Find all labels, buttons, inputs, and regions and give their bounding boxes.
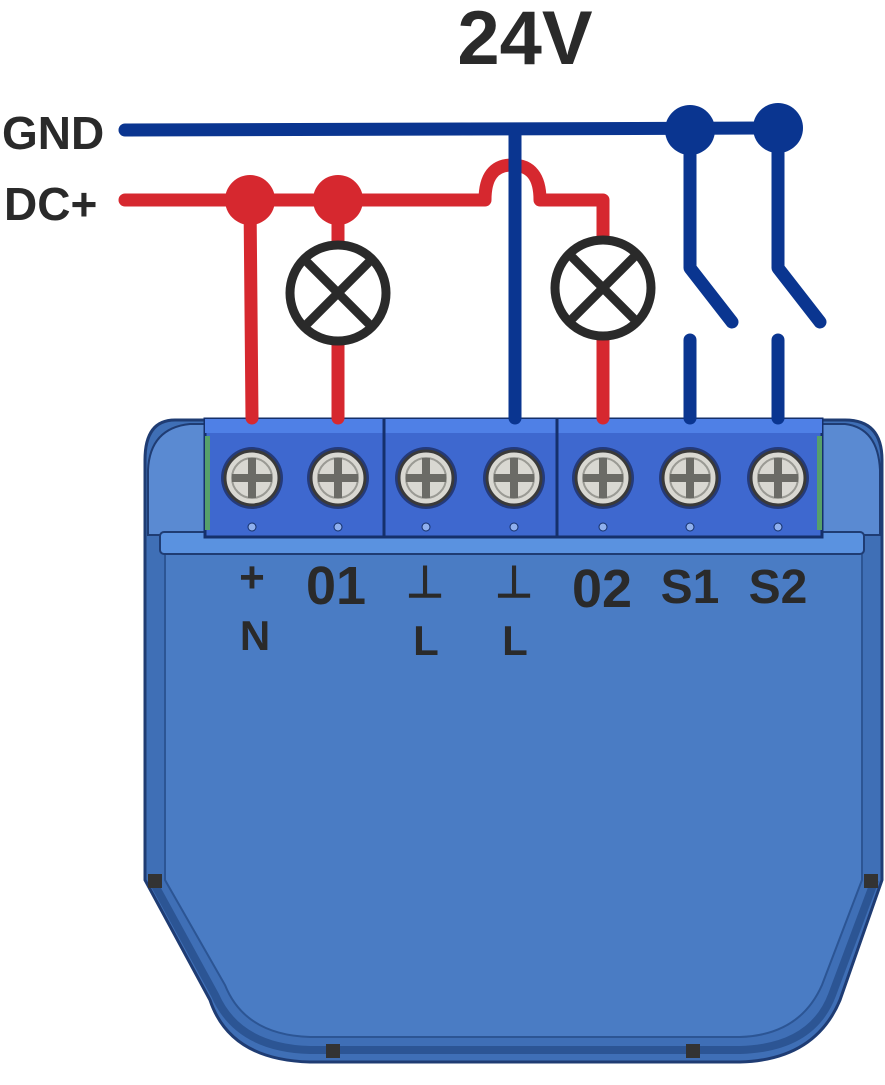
corner-notch xyxy=(148,874,162,888)
terminal-label-o2: 02 xyxy=(572,559,632,619)
terminal-sublabel-l1: L xyxy=(413,617,439,664)
corner-notch xyxy=(864,874,878,888)
screw-icon xyxy=(572,447,634,532)
terminal-label-o1: 01 xyxy=(306,556,366,616)
corner-notch xyxy=(686,1044,700,1058)
terminal-label-n: + xyxy=(239,553,265,602)
s1-wire-top xyxy=(683,123,739,329)
gnd-junction xyxy=(665,105,715,155)
screw-icon xyxy=(659,447,721,532)
terminal-label-l2: ⊥ xyxy=(495,558,533,607)
terminal-label-s1: S1 xyxy=(661,561,720,614)
lamp-icon xyxy=(285,240,391,346)
s2-wire-top xyxy=(771,121,827,329)
screw-icon xyxy=(747,447,809,532)
wiring xyxy=(118,121,827,425)
gnd-label: GND xyxy=(2,107,104,159)
terminal-label-s2: S2 xyxy=(749,561,808,614)
block-edge xyxy=(817,436,822,530)
voltage-title: 24V xyxy=(457,0,593,81)
device-front xyxy=(164,544,863,1038)
dc-junction xyxy=(313,175,363,225)
screw-icon xyxy=(483,447,545,532)
n-wire xyxy=(243,193,259,425)
screw-icon xyxy=(307,447,369,532)
lamp-icon xyxy=(550,235,656,341)
corner-notch xyxy=(326,1044,340,1058)
terminal-sublabel-l2: L xyxy=(502,617,528,664)
screw-icon xyxy=(395,447,457,532)
dc-junction xyxy=(225,175,275,225)
relay-device xyxy=(143,417,884,1064)
dc-label: DC+ xyxy=(4,178,97,230)
terminal-screws xyxy=(221,447,809,532)
block-edge xyxy=(205,436,210,530)
terminal-sublabel-n: N xyxy=(240,612,270,659)
terminal-labels: + N 01 ⊥ L ⊥ L 02 S1 S2 xyxy=(239,553,807,664)
gnd-junction xyxy=(753,103,803,153)
left-shoulder xyxy=(147,423,206,536)
terminal-label-l1: ⊥ xyxy=(406,558,444,607)
device-rim xyxy=(148,878,879,1054)
terminal-block-top xyxy=(205,419,822,433)
right-shoulder xyxy=(821,423,881,536)
screw-icon xyxy=(221,447,283,532)
